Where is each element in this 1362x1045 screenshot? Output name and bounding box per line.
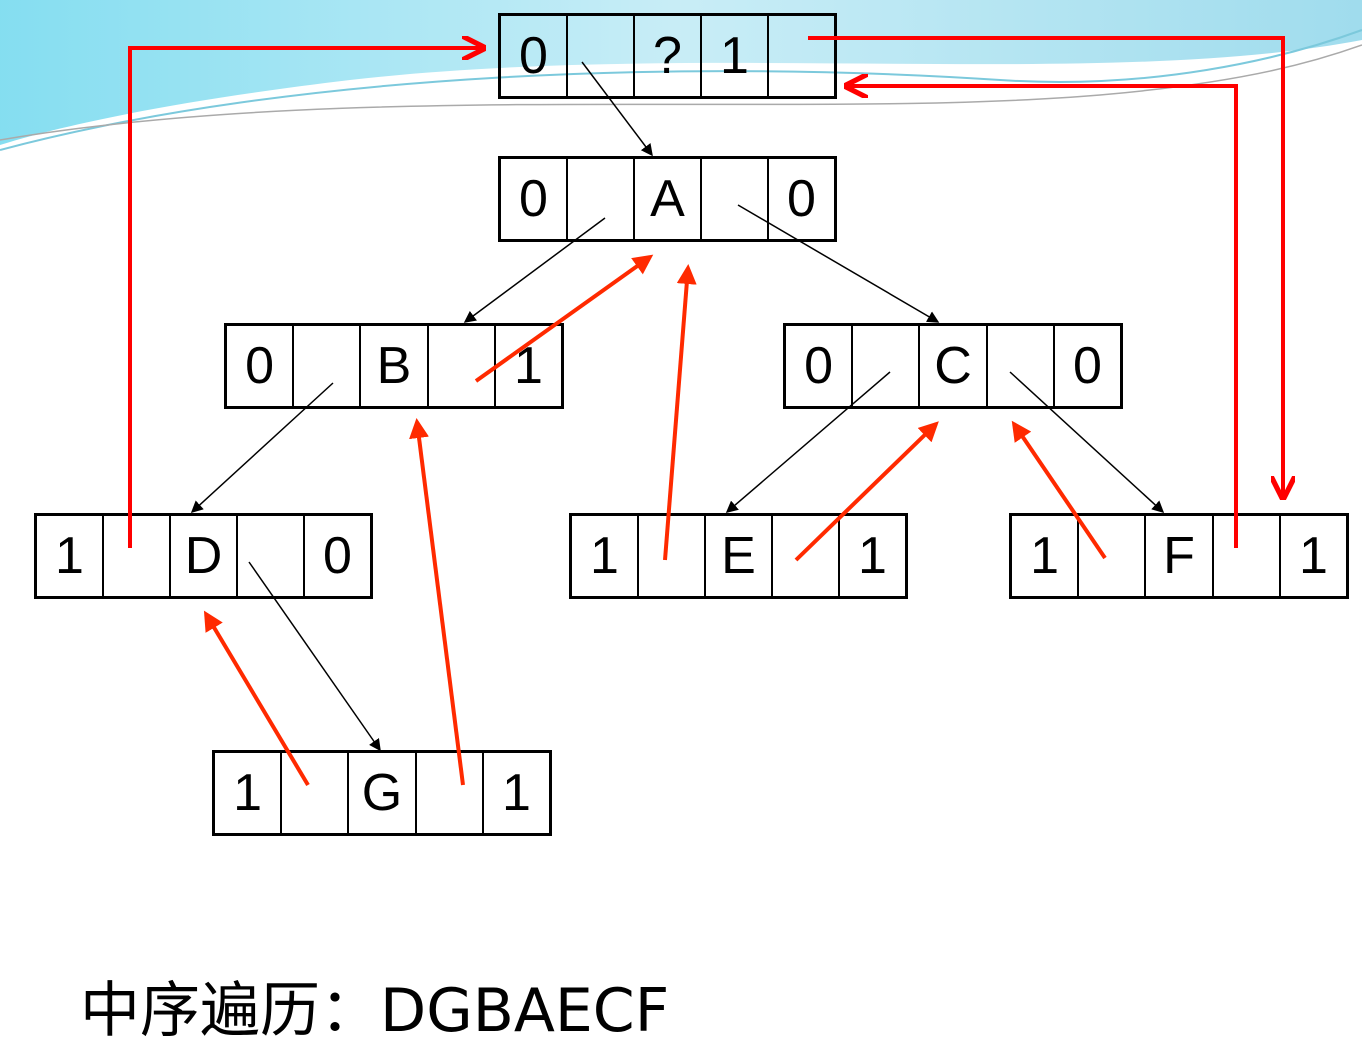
lchild [282,753,350,833]
data: G [349,753,417,833]
link-c-f [1009,371,1165,514]
data: C [920,326,988,406]
rchild [773,516,840,596]
lchild [639,516,706,596]
rtag: 1 [501,764,531,822]
ltag: 1 [37,516,104,596]
ltag: 0 [227,326,295,406]
rchild [1214,516,1281,596]
thread-b-a [474,254,654,383]
ltag: 0 [786,326,854,406]
data: B [361,326,429,406]
inorder-caption: 中序遍历：DGBAECF [80,976,670,1045]
rchild [238,516,305,596]
lchild [294,326,362,406]
link-a-c [737,204,940,323]
ltag: 1 [1012,516,1080,596]
rtag: 0 [1072,337,1102,395]
ltag: 1 [215,753,283,833]
rtag: 1 [1298,527,1328,585]
link-d-g [248,561,381,752]
data: D [171,516,238,596]
lchild [104,516,171,596]
node-e: 1 E 1 [569,513,908,599]
lchild [568,159,635,239]
thread-g-b [409,418,465,786]
node-a: 0 A 0 [498,156,837,242]
node-c: 0 C 0 [783,323,1123,409]
thread-g-d [203,610,310,787]
data: F [1146,516,1214,596]
ltag: 1 [572,516,639,596]
data: A [635,159,702,239]
lchild [853,326,921,406]
lchild [1079,516,1147,596]
link-c-e [725,371,891,513]
rtag: 1 [858,527,887,585]
thread-d-head [128,48,482,548]
node-head: 0 ? 1 [498,13,837,99]
rtag: 0 [323,527,352,585]
link-b-d [190,382,334,514]
rtag: 0 [787,170,816,228]
data: ? [635,16,702,96]
thread-f-head [848,86,1238,548]
thread-head-f [808,36,1283,496]
data: E [706,516,773,596]
rchild [988,326,1055,406]
rtag: 1 [513,337,543,395]
thread-f-c [1011,420,1107,560]
link-a-b [463,217,606,323]
lchild [568,16,635,96]
rchild [417,753,484,833]
rchild [702,159,769,239]
rtag: 1 [702,16,769,96]
node-b: 0 B 1 [224,323,564,409]
node-f: 1 F 1 [1009,513,1349,599]
link-head-a [581,61,653,157]
node-d: 1 D 0 [34,513,373,599]
ltag: 0 [501,159,568,239]
ltag: 0 [501,16,568,96]
node-g: 1 G 1 [212,750,552,836]
thread-e-a [663,264,697,561]
thread-e-c [794,421,939,562]
